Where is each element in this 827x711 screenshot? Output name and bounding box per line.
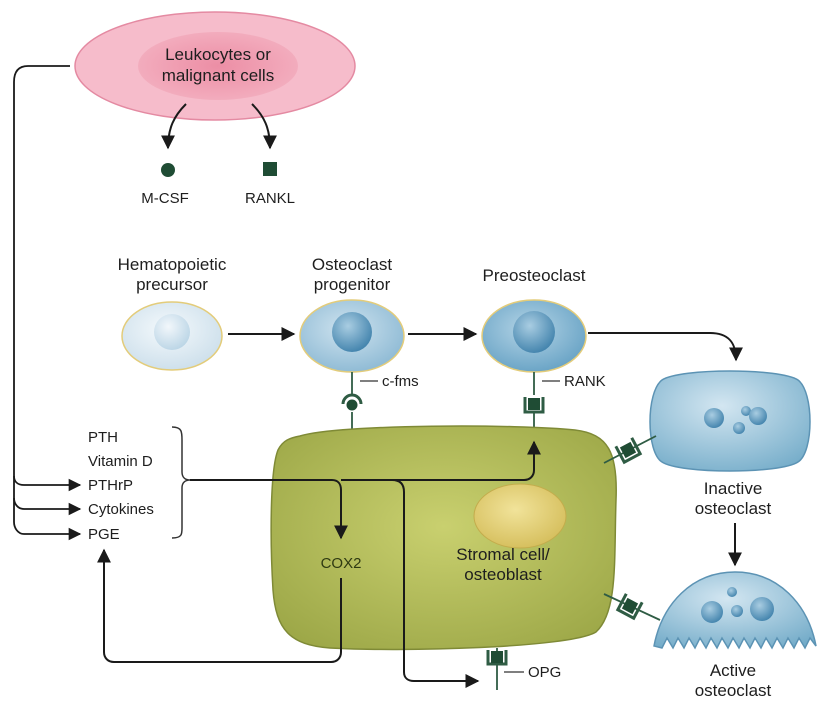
source-label-line1: Leukocytes or (165, 45, 271, 64)
rankl-contact-inactive-icon (603, 435, 657, 465)
arrow-source-to-pthrp (13, 65, 82, 492)
factor-cytokines: Cytokines (88, 501, 154, 518)
hematopoietic-precursor-cell (121, 301, 223, 371)
arrow-to-rankl (251, 103, 277, 150)
stromal-label-line2: osteoblast (464, 565, 542, 584)
arrow-source-to-pge (13, 498, 82, 541)
hematopoietic-label-line2: precursor (136, 275, 208, 294)
arrow-preosteoclast-to-inactive (588, 332, 743, 362)
factor-list: PTH Vitamin D PTHrP Cytokines PGE (88, 429, 154, 543)
progenitor-label-line1: Osteoclast (312, 255, 393, 274)
hematopoietic-label-line1: Hematopoietic (118, 255, 227, 274)
factor-pge: PGE (88, 526, 120, 543)
c-fms-receptor-icon (341, 372, 363, 432)
rankl-label: RANKL (245, 190, 295, 207)
stromal-label-line1: Stromal cell/ (456, 545, 550, 564)
cox2-label: COX2 (321, 555, 362, 572)
opg-decoy-icon (486, 648, 508, 690)
active-osteoclast-label-line1: Active (710, 661, 756, 680)
rankl-contact-active-icon (603, 593, 661, 621)
active-osteoclast-label-line2: osteoclast (695, 681, 772, 700)
c-fms-label: c-fms (382, 373, 419, 390)
leukocyte-source-cell (74, 11, 356, 121)
mcsf-ligand-icon (161, 163, 175, 177)
arrow-factors-to-opg (391, 479, 480, 688)
opg-label: OPG (528, 664, 561, 681)
factor-vitamin-d: Vitamin D (88, 453, 153, 470)
arrow-source-to-cytokines (13, 476, 82, 516)
active-osteoclast-cell (653, 571, 817, 650)
arrow-cox2-to-pge (97, 548, 342, 663)
rank-label: RANK (564, 373, 606, 390)
factor-brace (171, 426, 191, 539)
preosteoclast-label: Preosteoclast (483, 266, 586, 285)
progenitor-label-line2: progenitor (314, 275, 391, 294)
preosteoclast-cell (481, 299, 587, 373)
stromal-cell (270, 425, 617, 651)
rank-receptor-icon (523, 372, 545, 432)
arrow-factors-to-rankl-expression (341, 440, 541, 481)
factor-pthrp: PTHrP (88, 477, 133, 494)
arrow-factors-to-cox2 (190, 479, 348, 540)
factor-pth: PTH (88, 429, 118, 446)
inactive-osteoclast-label-line2: osteoclast (695, 499, 772, 518)
arrow-to-mcsf (161, 103, 187, 150)
rankl-ligand-icon (263, 162, 277, 176)
source-label-line2: malignant cells (162, 66, 274, 85)
osteoclast-progenitor-cell (299, 299, 405, 373)
inactive-osteoclast-cell (649, 370, 811, 472)
mcsf-label: M-CSF (141, 190, 189, 207)
inactive-osteoclast-label-line1: Inactive (704, 479, 763, 498)
